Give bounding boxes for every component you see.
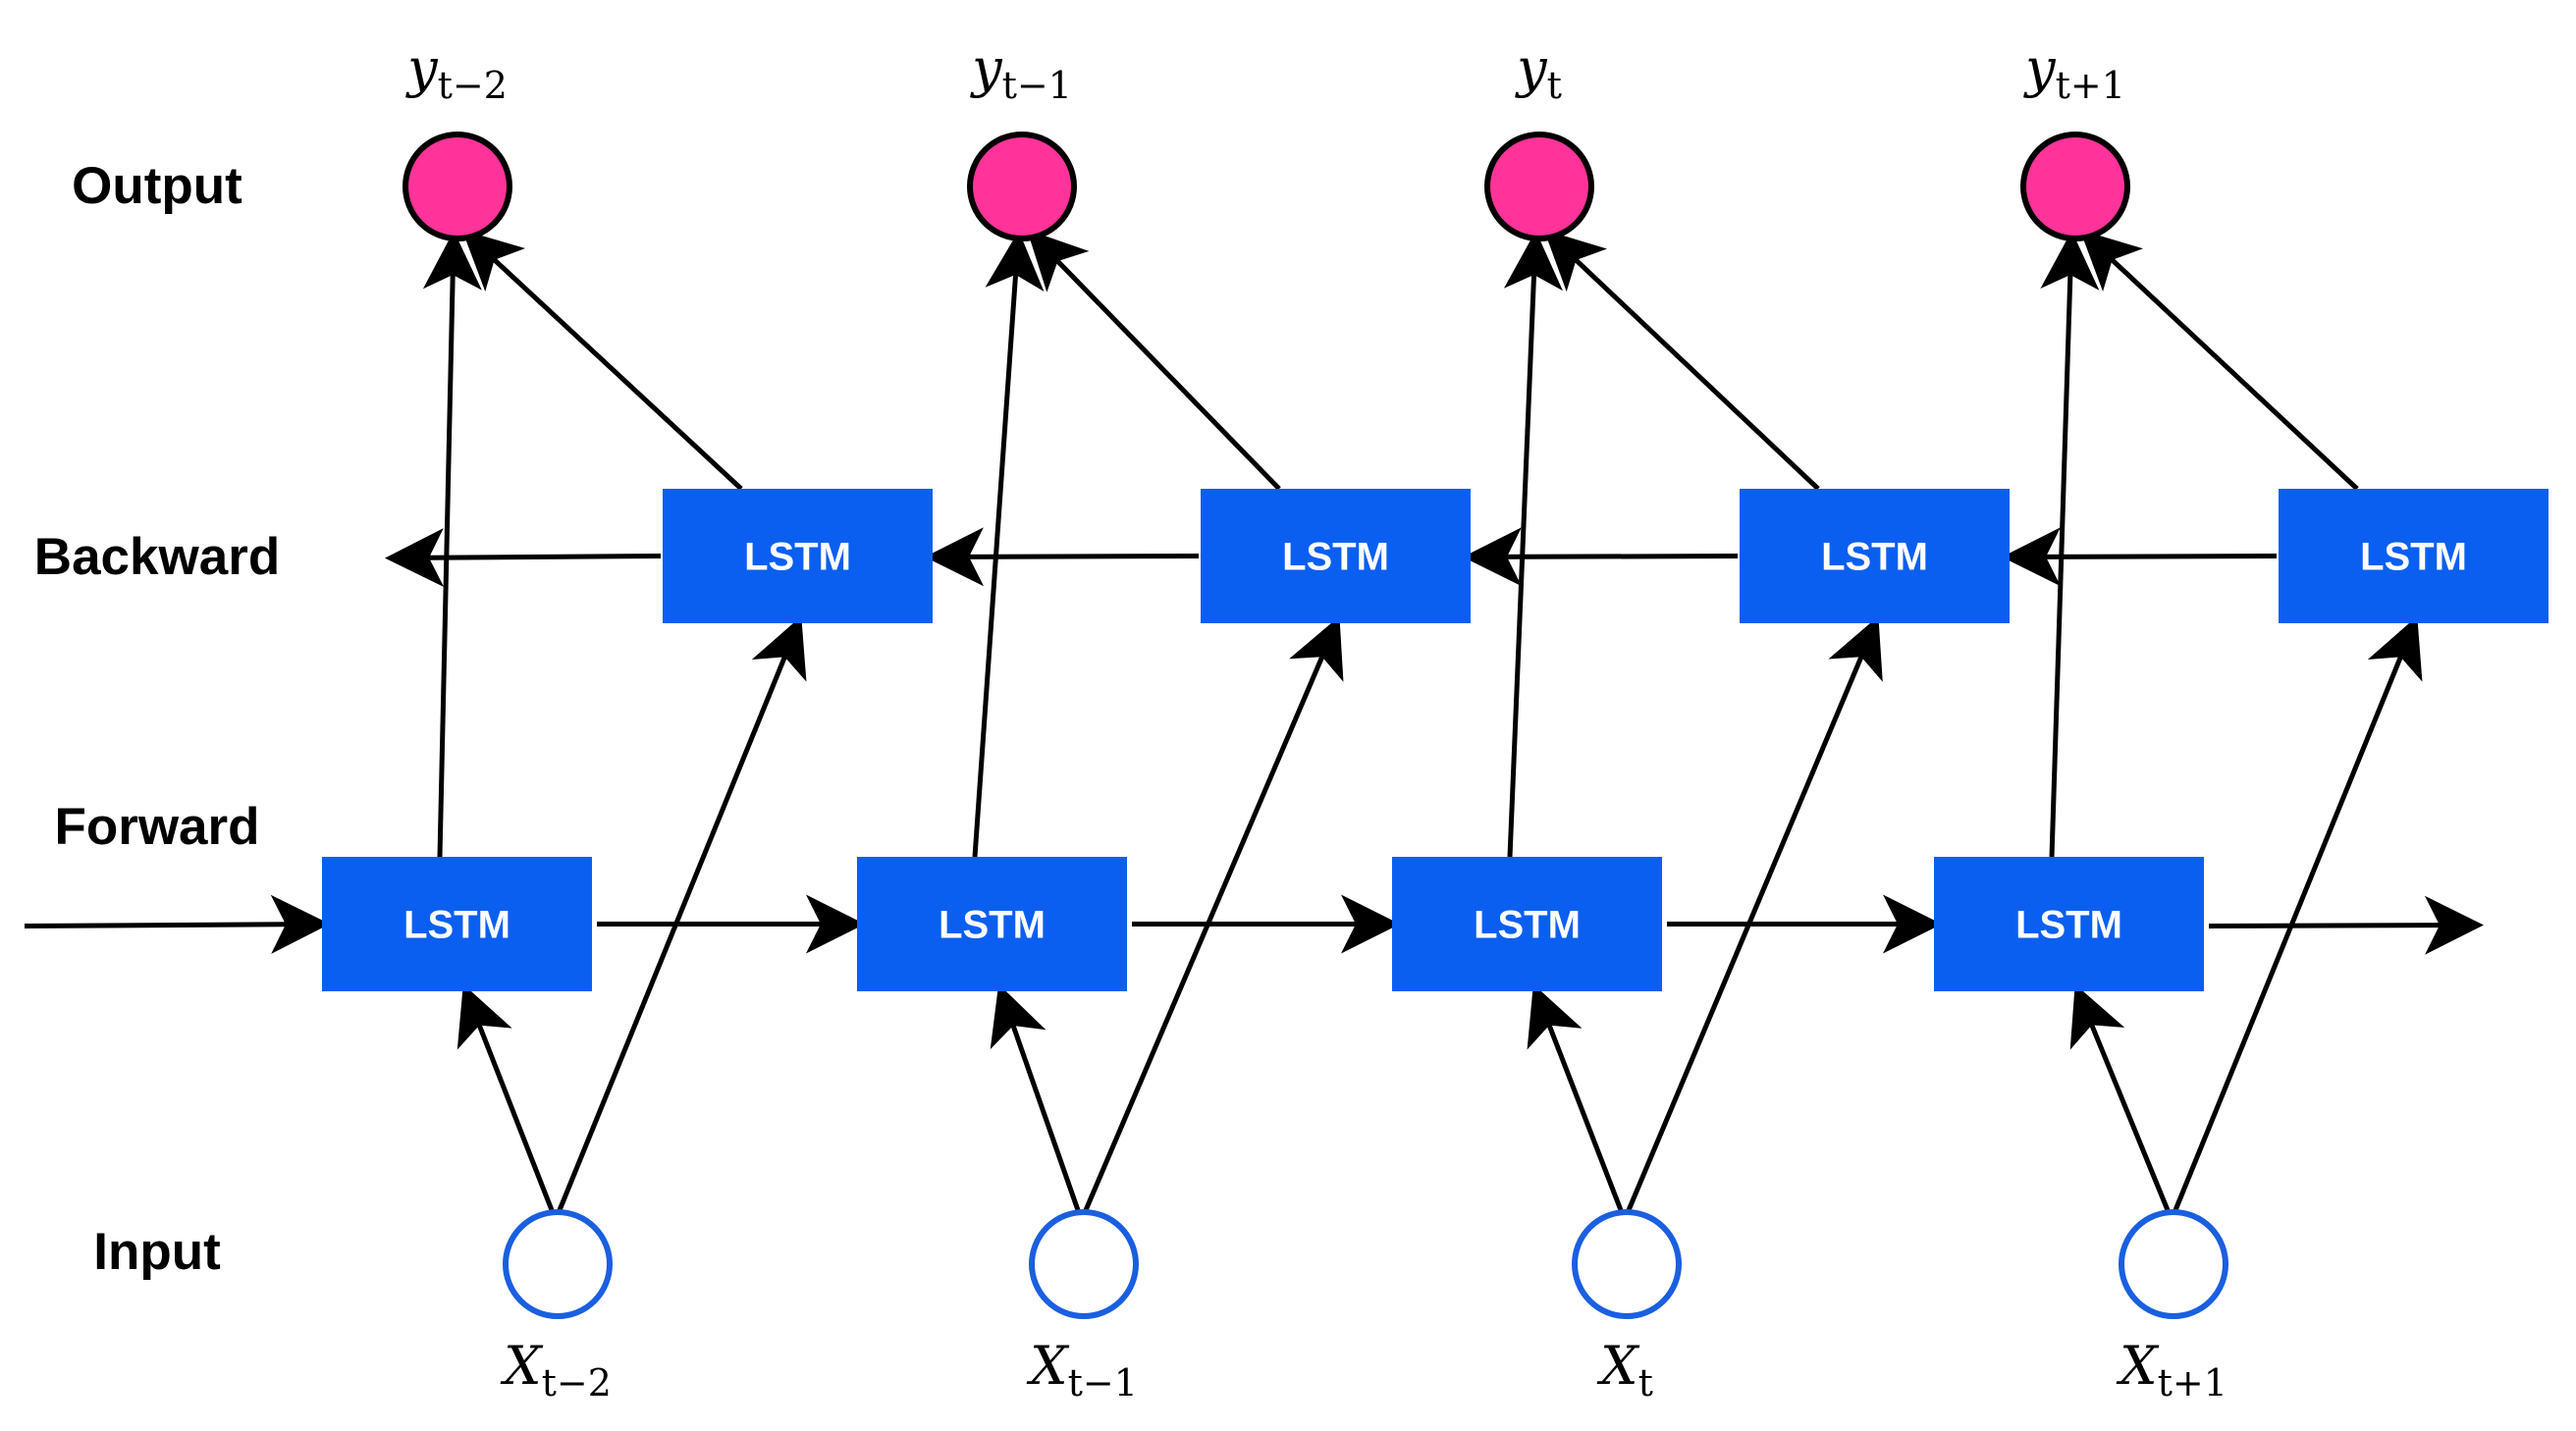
forward-to-output-arrow: [1503, 231, 1563, 858]
input-label-0-sub: t−2: [542, 1361, 612, 1404]
lstm-label: LSTM: [403, 904, 510, 947]
lstm-box-rect: [322, 857, 592, 991]
row-label-forward: Forward: [54, 798, 259, 856]
lstm-label: LSTM: [744, 536, 851, 579]
input-to-backward-arrow: [2173, 615, 2423, 1211]
backward-lstm-box-3: LSTM: [2279, 489, 2549, 623]
backward-chain-arrow: [2002, 527, 2278, 587]
input-label-1-main: X: [1026, 1335, 1070, 1397]
input-label-2: Xt: [1596, 1335, 1653, 1404]
output-label-1: yt−1: [970, 37, 1072, 107]
input-to-backward-arrow: [1083, 615, 1344, 1211]
forward-output-arrow: [2208, 895, 2484, 955]
output-node-1: [967, 132, 1077, 241]
lstm-boxes-layer: LSTM LSTM LSTM LSTM LSTM LSTM LSTM LSTM: [322, 489, 2549, 991]
backward-chain-arrow: [925, 527, 1200, 587]
input-label-2-sub: t: [1638, 1361, 1653, 1404]
forward-to-output-arrow: [2040, 231, 2100, 858]
input-to-forward-arrow: [456, 983, 555, 1211]
backward-to-output-arrow: [1543, 230, 1820, 491]
input-label-1: Xt−1: [1026, 1335, 1138, 1404]
input-to-backward-arrow: [1626, 615, 1883, 1211]
input-label-2-main: X: [1596, 1335, 1640, 1397]
input-to-forward-arrow: [2069, 983, 2171, 1211]
output-label-3-sub: t+1: [2056, 64, 2125, 107]
output-label-0-main: y: [405, 37, 439, 99]
input-label-3: Xt+1: [2116, 1335, 2227, 1404]
backward-output-arrow: [385, 528, 662, 588]
output-label-1-sub: t−1: [1002, 64, 1072, 107]
input-label-1-sub: t−1: [1068, 1361, 1138, 1404]
input-to-forward-arrow: [990, 983, 1081, 1211]
forward-lstm-box-2: LSTM: [1392, 857, 1662, 991]
lstm-label: LSTM: [1821, 536, 1928, 579]
input-node-0: [503, 1209, 613, 1319]
forward-lstm-box-3: LSTM: [1934, 857, 2204, 991]
output-label-2-main: y: [1515, 37, 1548, 99]
lstm-box-rect: [1392, 857, 1662, 991]
lstm-label: LSTM: [2360, 536, 2467, 579]
output-label-0-sub: t−2: [438, 64, 508, 107]
forward-to-output-arrow: [972, 231, 1045, 858]
lstm-label: LSTM: [939, 904, 1046, 947]
input-label-3-sub: t+1: [2158, 1361, 2227, 1404]
input-to-forward-arrow: [1527, 983, 1624, 1211]
arrows-layer: [24, 229, 2484, 1211]
lstm-box-rect: [663, 489, 933, 623]
backward-lstm-box-1: LSTM: [1201, 489, 1471, 623]
output-node-2: [1484, 132, 1594, 241]
output-label-2-sub: t: [1547, 64, 1562, 107]
lstm-box-rect: [1934, 857, 2204, 991]
backward-to-output-arrow: [1027, 229, 1281, 491]
row-label-input: Input: [93, 1223, 221, 1281]
row-label-output: Output: [72, 157, 242, 215]
input-node-3: [2119, 1209, 2228, 1319]
backward-to-output-arrow: [461, 230, 743, 491]
output-label-2: yt: [1515, 37, 1562, 107]
row-label-backward: Backward: [34, 528, 280, 586]
forward-lstm-box-0: LSTM: [322, 857, 592, 991]
input-node-1: [1029, 1209, 1139, 1319]
backward-lstm-box-2: LSTM: [1740, 489, 2010, 623]
lstm-box-rect: [1201, 489, 1471, 623]
output-label-1-main: y: [970, 37, 1003, 99]
input-to-backward-arrow: [557, 615, 807, 1211]
input-label-3-main: X: [2116, 1335, 2160, 1397]
lstm-label: LSTM: [1474, 904, 1581, 947]
input-label-0: Xt−2: [500, 1335, 612, 1404]
forward-to-output-arrow: [422, 231, 482, 858]
output-node-3: [2020, 132, 2130, 241]
backward-lstm-box-0: LSTM: [663, 489, 933, 623]
lstm-box-rect: [857, 857, 1127, 991]
output-label-3: yt+1: [2023, 37, 2125, 107]
output-label-3-main: y: [2023, 37, 2057, 99]
output-node-0: [402, 132, 512, 241]
input-node-2: [1572, 1209, 1682, 1319]
backward-to-output-arrow: [2079, 230, 2359, 491]
forward-input-arrow: [24, 894, 330, 954]
backward-chain-arrow: [1463, 527, 1739, 587]
lstm-label: LSTM: [2015, 904, 2122, 947]
lstm-box-rect: [1740, 489, 2010, 623]
input-label-0-main: X: [500, 1335, 544, 1397]
nodes-layer: [402, 132, 2228, 1319]
lstm-label: LSTM: [1282, 536, 1389, 579]
lstm-box-rect: [2279, 489, 2549, 623]
forward-lstm-box-1: LSTM: [857, 857, 1127, 991]
output-label-0: yt−2: [405, 37, 508, 107]
